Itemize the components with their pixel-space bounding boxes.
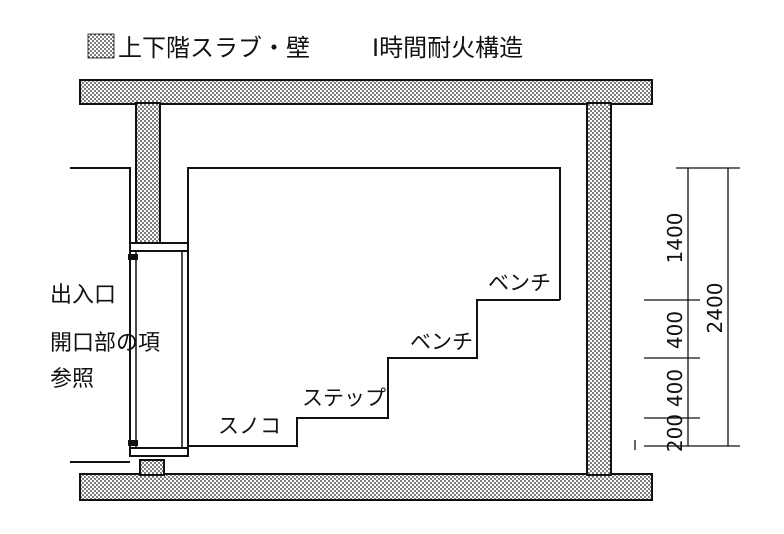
dimension-2400: 2400 <box>703 283 727 334</box>
lower-floor-slab <box>79 473 653 501</box>
sunoko-label: スノコ <box>218 414 281 438</box>
reference-label: 参照 <box>50 367 94 392</box>
dimension-400-lower: 400 <box>663 369 687 407</box>
entrance-door <box>128 242 189 457</box>
left-wall-upper <box>135 102 161 244</box>
right-wall <box>586 102 612 476</box>
entrance-label: 出入口 <box>50 283 116 308</box>
bench-middle-label: ベンチ <box>410 330 473 354</box>
hatch-legend-swatch <box>87 33 115 59</box>
left-wall-lower-stub <box>139 459 165 476</box>
step-label: ステップ <box>302 386 386 410</box>
dimension-200: 200 <box>663 414 687 452</box>
dimension-400-upper: 400 <box>663 311 687 349</box>
bench-step-profile <box>188 299 560 447</box>
bench-top-label: ベンチ <box>488 271 551 295</box>
dimension-lines <box>634 167 740 450</box>
upper-floor-slab <box>79 79 653 105</box>
opening-reference-label: 開口部の項 <box>50 331 160 356</box>
sauna-room-ceiling-line <box>187 167 561 300</box>
left-outer-upper-line <box>70 167 131 243</box>
legend-slab-wall-label: 上下階スラブ・壁 <box>118 34 310 62</box>
legend-fire-resistance-label: Ⅰ時間耐火構造 <box>372 34 523 62</box>
dimension-1400: 1400 <box>663 213 687 264</box>
